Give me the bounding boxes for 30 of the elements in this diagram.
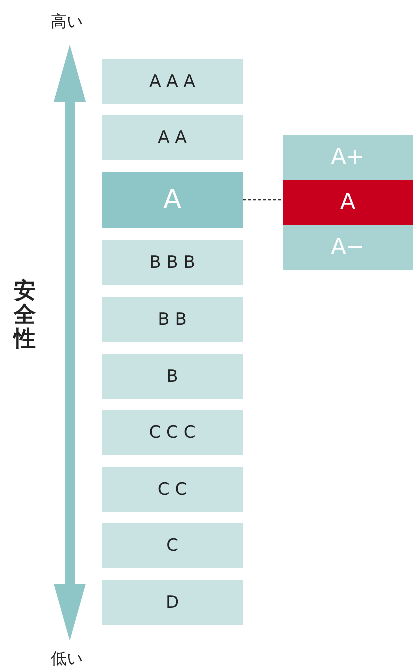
dashed-connector xyxy=(243,199,283,201)
rating-label: B xyxy=(166,366,178,386)
rating-label: A xyxy=(164,185,182,215)
rating-label: C xyxy=(166,536,178,556)
rating-box xyxy=(102,410,243,455)
scale-label: 低い xyxy=(51,649,83,670)
rating-box xyxy=(102,297,243,342)
rating-label: A+ xyxy=(331,145,365,170)
rating-box xyxy=(102,172,243,228)
scale-label: 高い xyxy=(51,12,83,33)
rating-label: B B B xyxy=(150,252,196,272)
rating-label: C C C xyxy=(149,422,196,442)
rating-box xyxy=(102,354,243,399)
rating-box xyxy=(102,580,243,625)
rating-label: D xyxy=(166,592,180,612)
rating-box xyxy=(102,467,243,512)
rating-label: A A A xyxy=(150,72,196,92)
rating-box xyxy=(283,135,413,180)
rating-label: C C xyxy=(158,480,188,500)
rating-box xyxy=(102,523,243,568)
rating-label: A− xyxy=(331,235,365,260)
rating-box xyxy=(283,180,413,225)
axis-label: 安全性 xyxy=(14,280,36,353)
rating-label: A xyxy=(340,190,356,215)
rating-box xyxy=(102,59,243,104)
rating-label: A A xyxy=(158,128,187,148)
rating-box xyxy=(102,240,243,285)
rating-box xyxy=(102,115,243,160)
rating-label: B B xyxy=(158,310,187,330)
rating-box xyxy=(283,225,413,270)
